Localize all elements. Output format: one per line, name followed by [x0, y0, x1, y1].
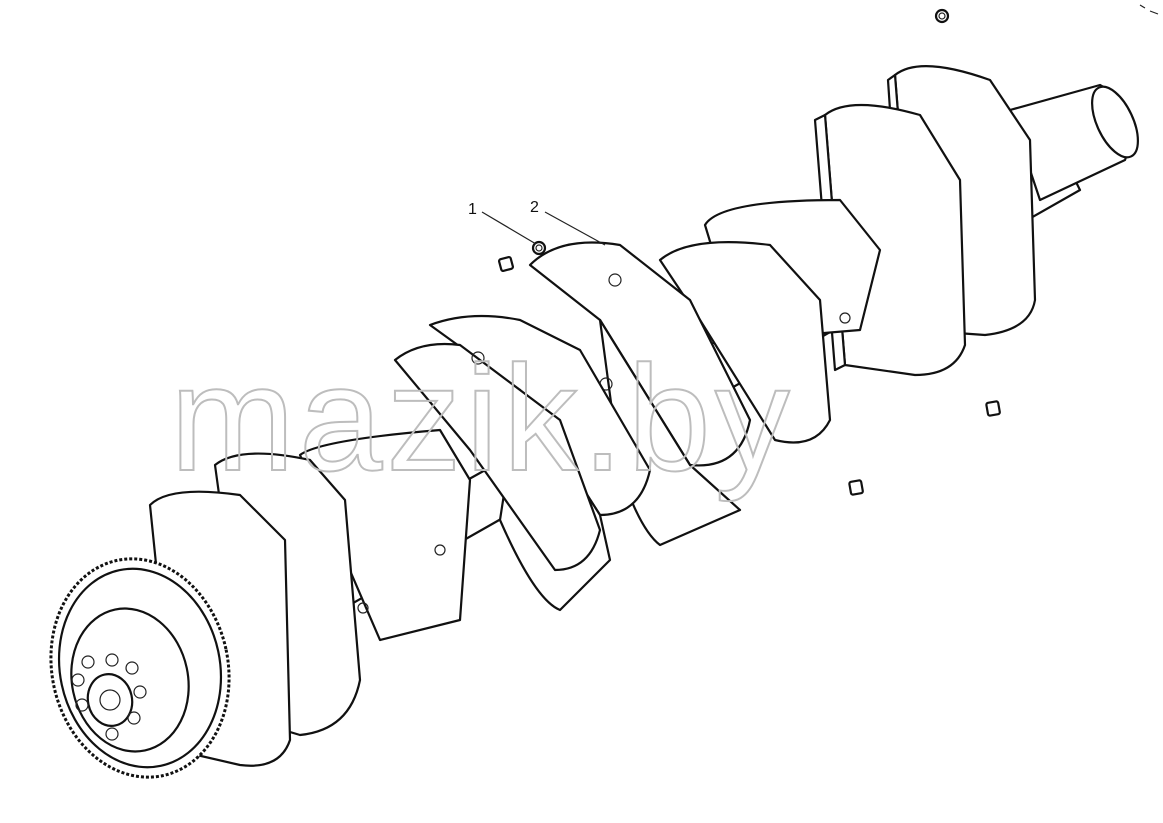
crankshaft-nose — [1008, 83, 1139, 202]
callout-1-label: 1 — [468, 201, 477, 218]
callout-1-leader — [481, 211, 537, 245]
callout-2-label: 2 — [530, 199, 539, 216]
plug-part — [848, 479, 864, 496]
callout-2-leader — [544, 211, 606, 246]
nut-part — [531, 240, 547, 256]
flywheel-bolt-holes — [71, 653, 147, 741]
plug-part — [498, 256, 514, 272]
watermark-text: mazik.by — [170, 334, 794, 502]
corner-mark — [1139, 4, 1159, 15]
nut-part — [934, 8, 950, 24]
crank-web-6 — [393, 342, 602, 572]
plug-part — [985, 400, 1001, 417]
crank-pin-block-2 — [298, 428, 472, 642]
crank-web-3 — [658, 241, 832, 444]
flywheel-gear — [49, 557, 231, 779]
